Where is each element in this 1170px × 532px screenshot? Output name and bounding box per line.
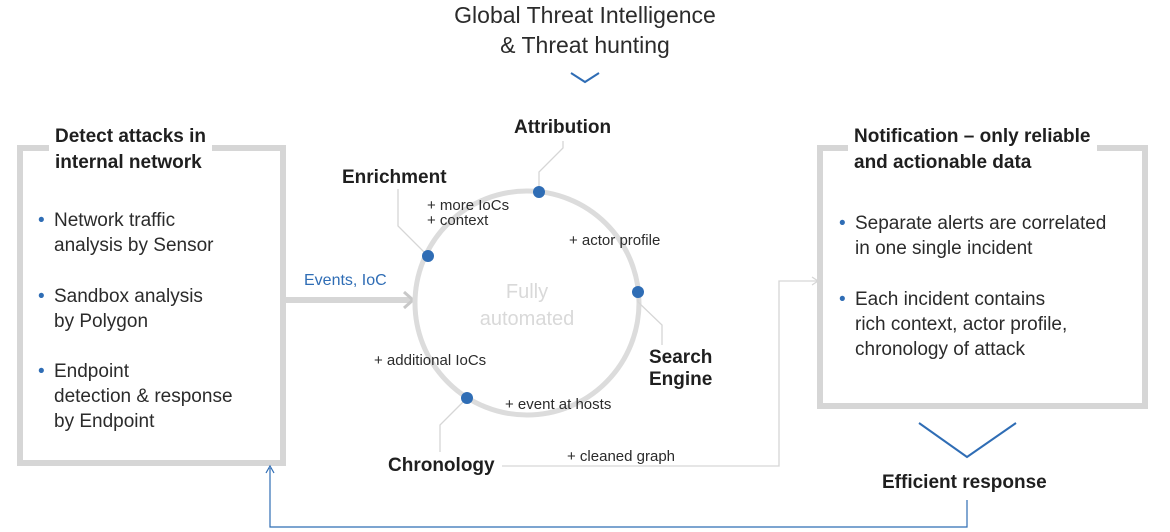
center-line-2: automated — [479, 308, 575, 330]
search-engine-leader — [637, 292, 663, 345]
response-chevron-icon — [918, 422, 1017, 459]
chronology-label: Chronology — [388, 455, 495, 476]
bullet-line: by Endpoint — [54, 411, 155, 432]
right-box-title-line-2: and actionable data — [854, 152, 1032, 173]
feedback-loop-line — [269, 468, 968, 528]
left-box-title-line-2: internal network — [55, 152, 202, 173]
right-box-title: Notification – only reliable and actiona… — [848, 124, 1097, 176]
bullet-line: Sandbox analysis — [54, 286, 203, 307]
right-bullet-incident: Each incident contains rich context, act… — [839, 287, 1067, 362]
attribution-label: Attribution — [514, 117, 612, 138]
bullet-line: Separate alerts are correlated — [855, 213, 1107, 234]
events-ioc-label: Events, IoC — [304, 272, 387, 289]
bullet-line: by Polygon — [54, 311, 149, 332]
more-iocs-label: + more IoCs — [427, 197, 510, 214]
search-engine-line-2: Engine — [649, 369, 713, 390]
header-line-1: Global Threat Intelligence — [454, 2, 716, 28]
search-engine-node — [632, 286, 644, 298]
right-bullet-correlated: Separate alerts are correlated in one si… — [839, 211, 1106, 261]
left-box-title-line-1: Detect attacks in — [55, 126, 207, 147]
cycle-center-label: Fully automated — [447, 279, 607, 333]
bullet-line: Network traffic — [54, 210, 176, 231]
left-bullet-endpoint: Endpoint detection & response by Endpoin… — [38, 359, 233, 434]
left-bullet-network: Network traffic analysis by Sensor — [38, 208, 213, 258]
additional-iocs-label: + additional IoCs — [374, 352, 487, 369]
bullet-line: detection & response — [54, 386, 233, 407]
search-engine-label: Search Engine — [649, 347, 712, 391]
header-title: Global Threat Intelligence & Threat hunt… — [385, 0, 785, 60]
efficient-response-label: Efficient response — [882, 472, 1047, 493]
bullet-line: Endpoint — [54, 361, 130, 382]
attribution-node — [533, 186, 545, 198]
attribution-leader — [538, 141, 564, 192]
bullet-line: rich context, actor profile, — [855, 314, 1068, 335]
actor-profile-label: + actor profile — [569, 232, 661, 249]
enrichment-leader — [397, 189, 429, 257]
header-line-2: & Threat hunting — [500, 32, 670, 58]
feedback-loop-arrowhead — [265, 464, 275, 474]
right-box-frame — [817, 145, 1148, 409]
top-chevron-icon — [570, 72, 600, 84]
bullet-line: Each incident contains — [855, 289, 1046, 310]
context-label: + context — [427, 212, 489, 229]
bullet-line: chronology of attack — [855, 339, 1026, 360]
enrichment-node — [422, 250, 434, 262]
cleaned-graph-arrowhead — [811, 276, 820, 286]
bullet-line: in one single incident — [855, 238, 1033, 259]
chronology-node — [461, 392, 473, 404]
event-at-hosts-label: + event at hosts — [505, 396, 612, 413]
left-box-title: Detect attacks in internal network — [49, 124, 213, 176]
bullet-line: analysis by Sensor — [54, 235, 214, 256]
search-engine-line-1: Search — [649, 347, 713, 368]
chronology-leader — [439, 397, 468, 452]
center-line-1: Fully — [505, 281, 549, 303]
left-bullet-sandbox: Sandbox analysis by Polygon — [38, 284, 203, 334]
cleaned-graph-connector — [502, 280, 818, 467]
enrichment-label: Enrichment — [342, 167, 447, 188]
cleaned-graph-label: + cleaned graph — [567, 448, 676, 465]
right-box-title-line-1: Notification – only reliable — [854, 126, 1091, 147]
